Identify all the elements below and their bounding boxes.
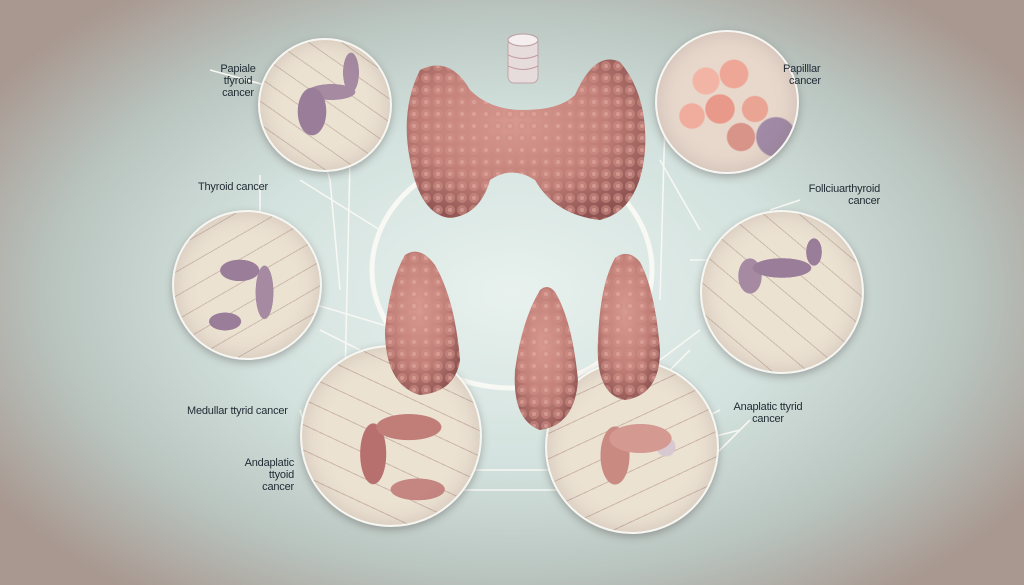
lobe-left	[385, 251, 460, 395]
zoom-circle-top-left	[258, 38, 392, 172]
label-medullary: Medullar ttyrid cancer	[187, 405, 288, 417]
label-anaplastic-left: Andaplatic ttyoid cancer	[244, 457, 295, 493]
zoom-circle-mid-left	[172, 210, 322, 360]
zoom-circle-mid-right	[700, 210, 864, 374]
trachea	[507, 33, 539, 84]
label-thyroid-cancer: Thyroid cancer	[198, 181, 268, 193]
label-follicular: Follciuarthyroid cancer	[808, 183, 881, 207]
label-anaplastic-right: Anaplatic ttyrid cancer	[733, 401, 803, 425]
thyroid-gland	[406, 59, 646, 220]
zoom-circle-top-right	[655, 30, 799, 174]
lobe-right	[597, 253, 660, 400]
label-papillary-right: Papilllar cancer	[783, 63, 821, 87]
label-papillary-left: Papiale tfyroid cancer	[220, 63, 256, 99]
lobe-middle	[514, 286, 578, 430]
